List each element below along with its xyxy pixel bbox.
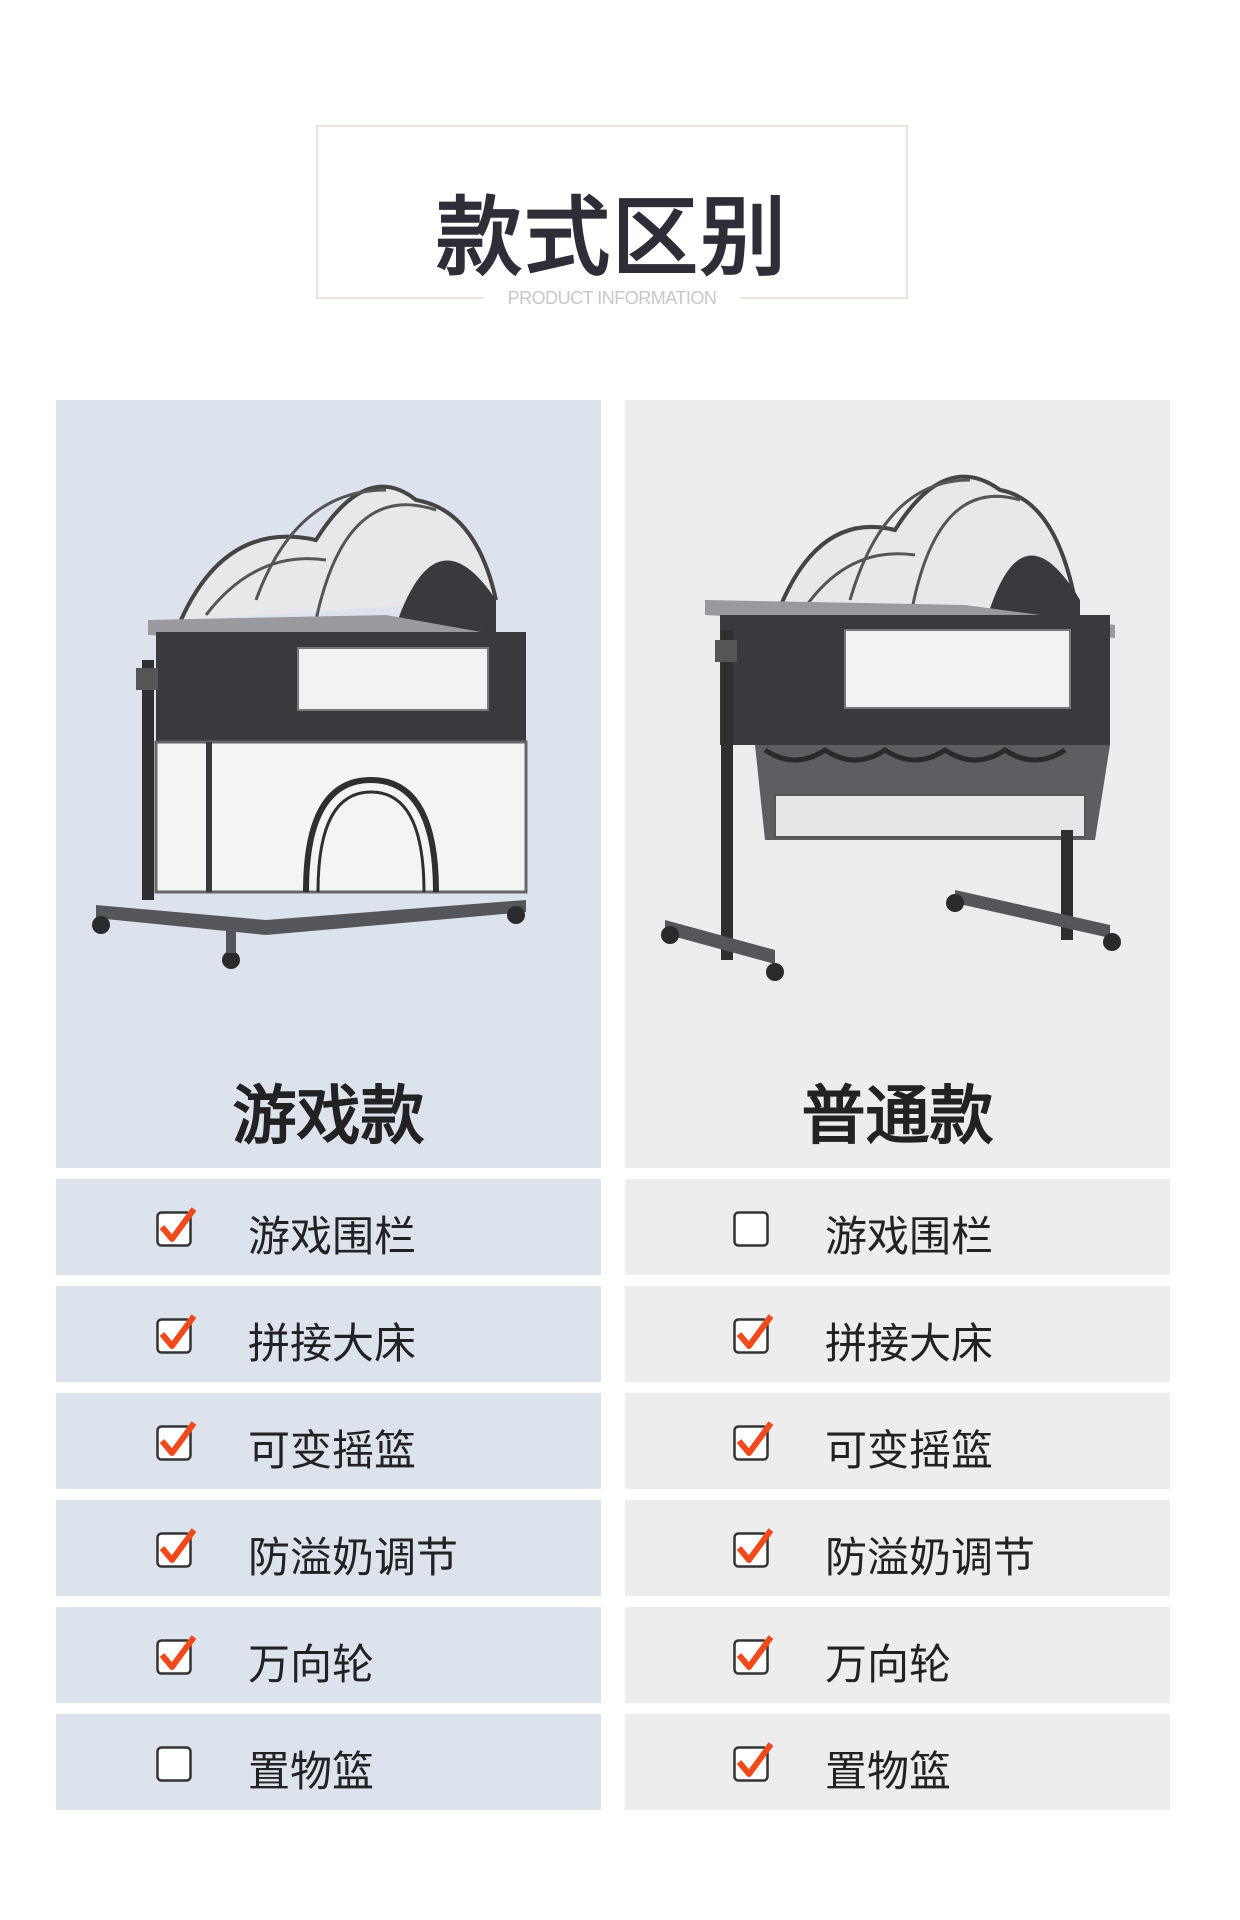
left-hero-panel: 游戏款 (56, 400, 601, 1168)
crib-with-play-fence-icon (92, 484, 528, 969)
left-feature-row: 可变摇篮 (56, 1393, 601, 1489)
right-feature-row: 防溢奶调节 (625, 1500, 1170, 1596)
right-feature-row: 可变摇篮 (625, 1393, 1170, 1489)
left-column: 游戏款 游戏围栏 拼接大床 可变摇篮 防溢奶调节 万向轮 置物篮 (56, 400, 601, 1810)
feature-label: 万向轮 (248, 1640, 375, 1689)
feature-label: 万向轮 (825, 1640, 952, 1689)
unchecked-checkbox-icon (733, 1207, 773, 1247)
page-subtitle: PRODUCT INFORMATION (483, 287, 741, 309)
checked-checkbox-icon (156, 1207, 197, 1247)
subtitle-wrap: PRODUCT INFORMATION (316, 284, 908, 312)
feature-label: 可变摇篮 (248, 1426, 417, 1475)
page-title: 款式区别 (436, 188, 788, 288)
right-variant-title: 普通款 (801, 1080, 994, 1154)
feature-label: 防溢奶调节 (248, 1533, 459, 1582)
right-feature-row: 拼接大床 (625, 1286, 1170, 1382)
checked-checkbox-icon (733, 1635, 774, 1675)
left-feature-row: 置物篮 (56, 1714, 601, 1810)
right-hero-panel: 普通款 (625, 400, 1170, 1168)
title-box: 款式区别 (316, 125, 908, 299)
checked-checkbox-icon (156, 1635, 197, 1675)
feature-label: 防溢奶调节 (825, 1533, 1036, 1582)
feature-label: 可变摇篮 (825, 1426, 994, 1475)
checked-checkbox-icon (733, 1421, 774, 1461)
right-feature-row: 万向轮 (625, 1607, 1170, 1703)
checked-checkbox-icon (156, 1421, 197, 1461)
left-feature-row: 拼接大床 (56, 1286, 601, 1382)
feature-label: 拼接大床 (248, 1319, 417, 1368)
crib-with-storage-basket-icon (661, 474, 1121, 981)
left-feature-row: 防溢奶调节 (56, 1500, 601, 1596)
right-feature-row: 置物篮 (625, 1714, 1170, 1810)
feature-label: 游戏围栏 (248, 1212, 417, 1261)
left-feature-row: 游戏围栏 (56, 1179, 601, 1275)
left-feature-row: 万向轮 (56, 1607, 601, 1703)
right-column: 普通款 游戏围栏 拼接大床 可变摇篮 防溢奶调节 万向轮 置物篮 (625, 400, 1170, 1810)
right-feature-row: 游戏围栏 (625, 1179, 1170, 1275)
unchecked-checkbox-icon (156, 1742, 196, 1782)
feature-label: 置物篮 (248, 1747, 375, 1796)
checked-checkbox-icon (733, 1528, 774, 1568)
left-variant-title: 游戏款 (232, 1080, 425, 1154)
checked-checkbox-icon (733, 1314, 774, 1354)
feature-label: 拼接大床 (825, 1319, 994, 1368)
feature-label: 置物篮 (825, 1747, 952, 1796)
checked-checkbox-icon (156, 1528, 197, 1568)
checked-checkbox-icon (156, 1314, 197, 1354)
checked-checkbox-icon (733, 1742, 774, 1782)
feature-label: 游戏围栏 (825, 1212, 994, 1261)
